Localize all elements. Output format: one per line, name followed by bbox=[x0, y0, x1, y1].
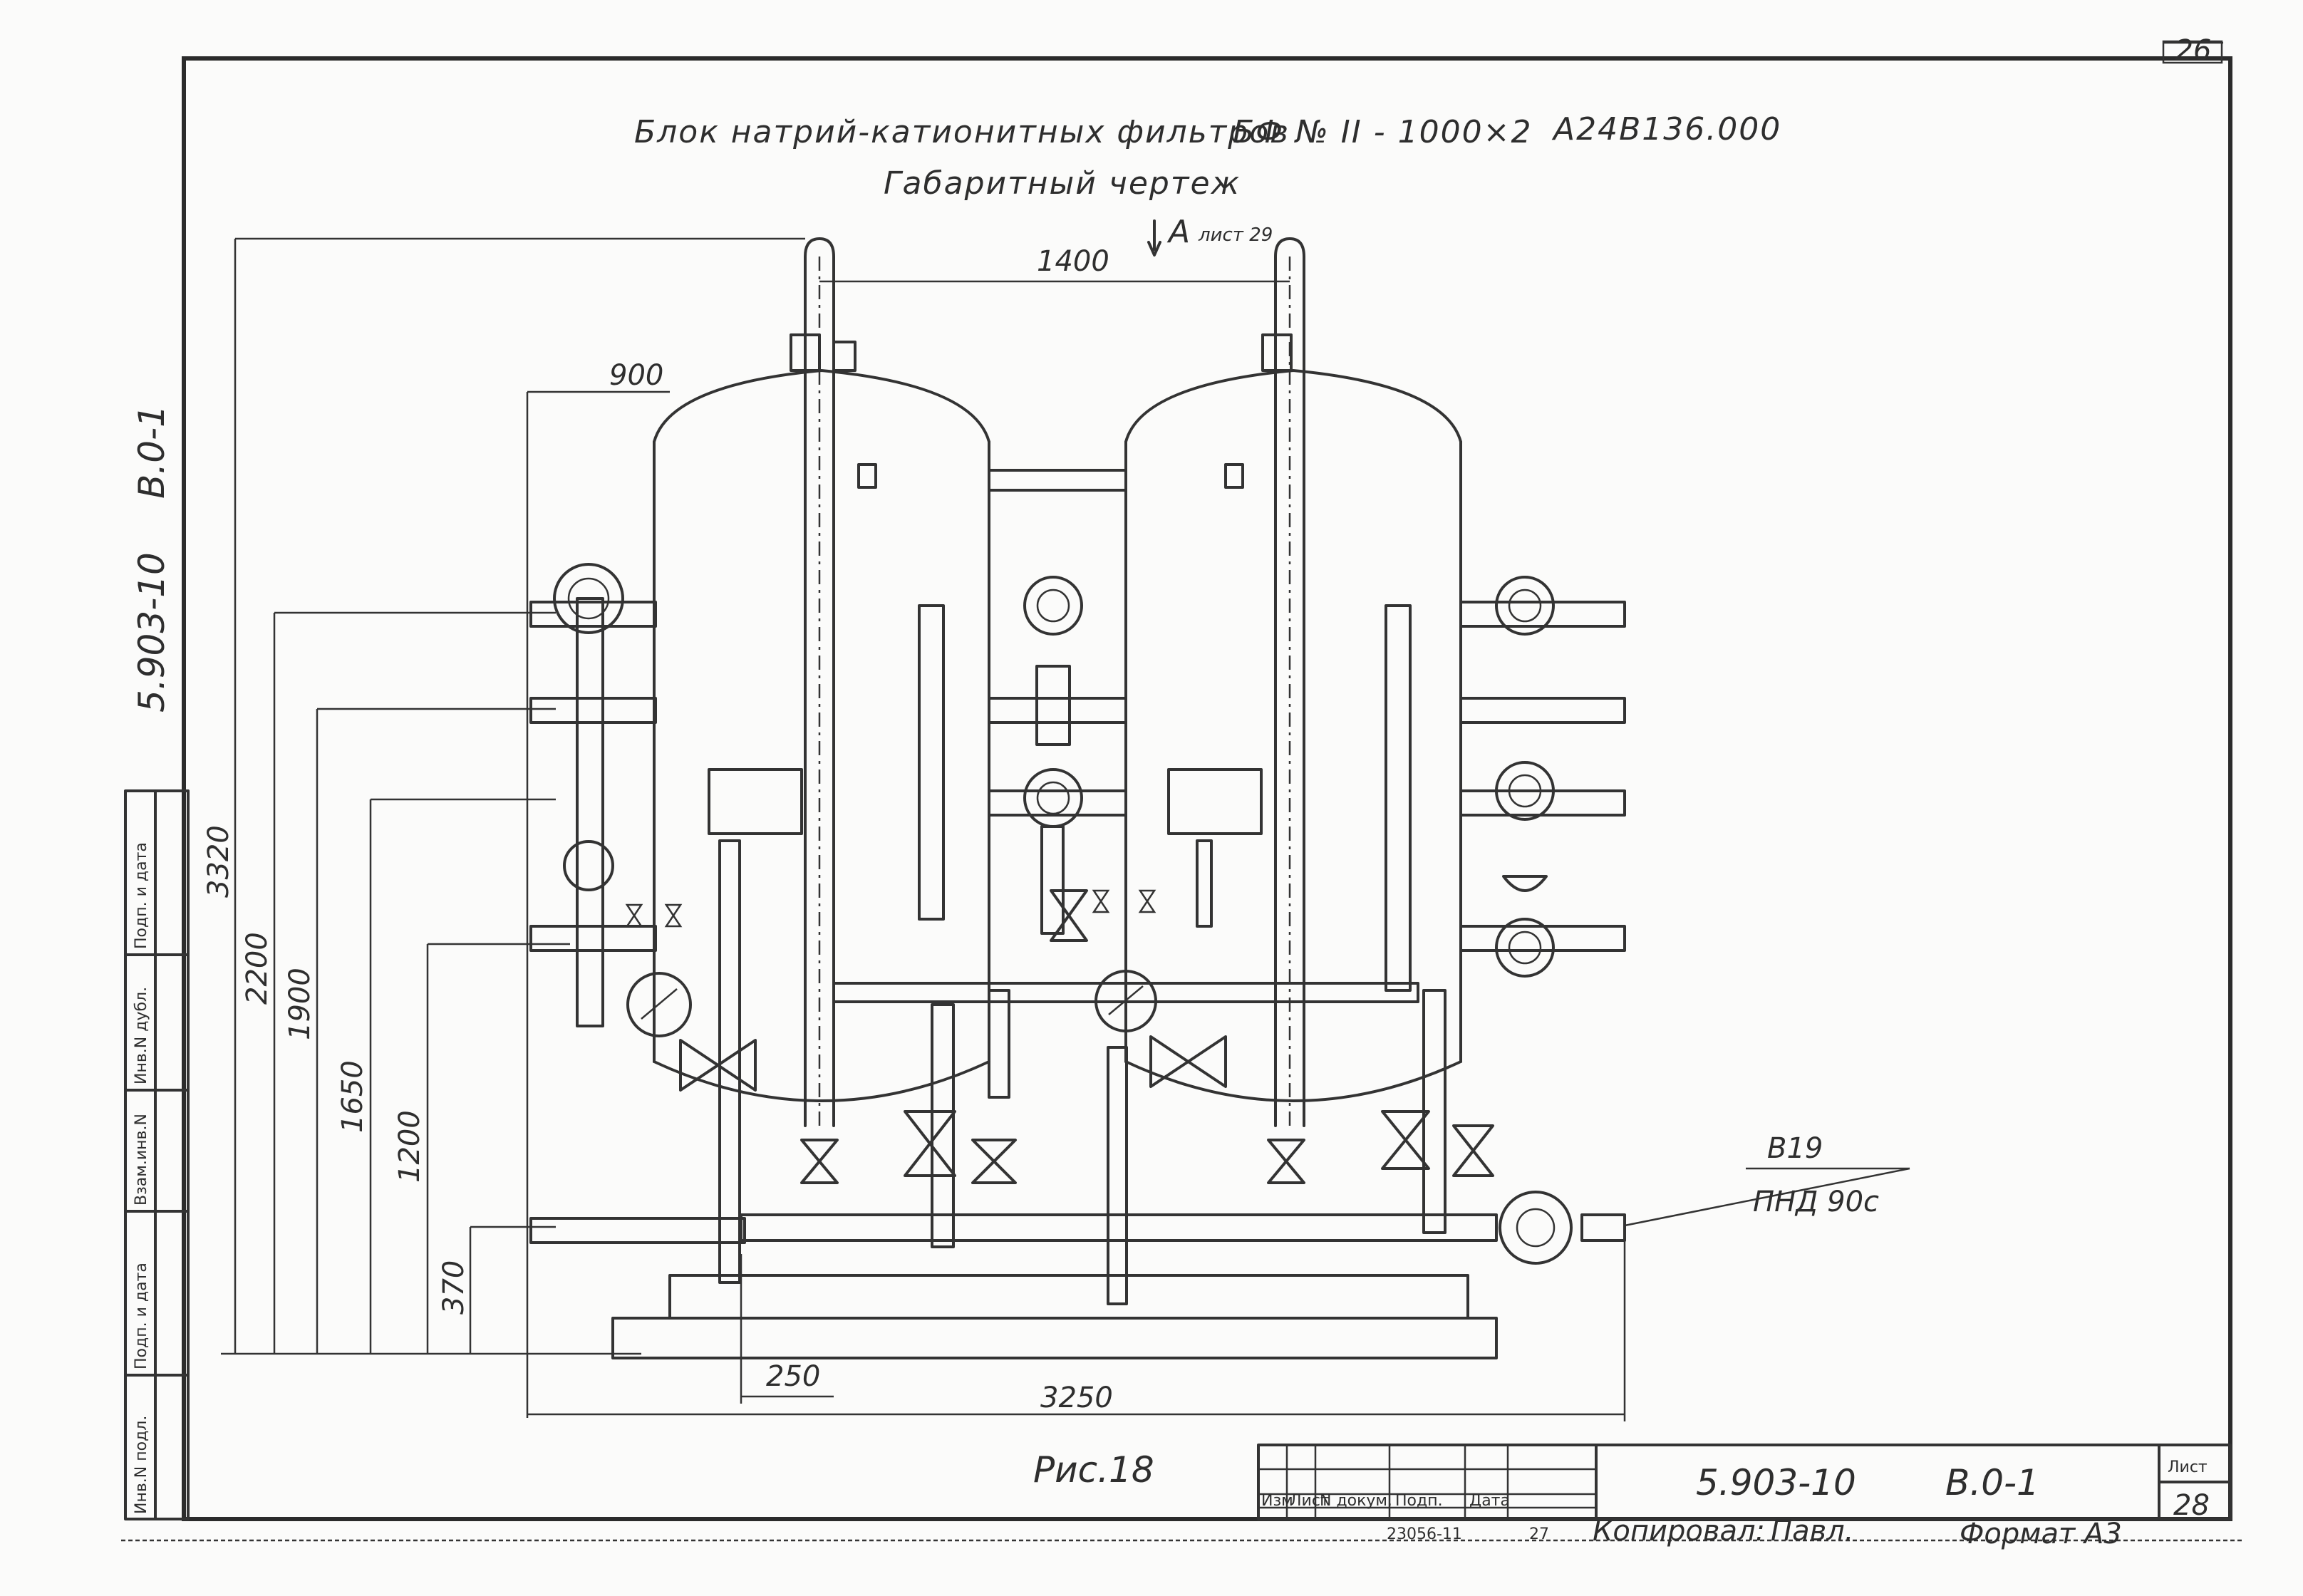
side-issue-code: В.0-1 bbox=[131, 405, 172, 499]
valves bbox=[625, 889, 1494, 1184]
left-stamp bbox=[124, 789, 190, 1520]
drawing-frame bbox=[121, 40, 2245, 1542]
tb-header-sheet: Лист bbox=[1290, 1492, 1330, 1510]
tb-header-document: N докум. bbox=[1320, 1492, 1392, 1510]
side-series-code: 5.903-10 bbox=[131, 552, 172, 712]
pressure-gauges bbox=[626, 970, 1157, 1037]
tb-header-date: Дата bbox=[1469, 1492, 1510, 1510]
dimension-lines bbox=[221, 219, 1910, 1421]
title-block bbox=[1257, 1444, 2232, 1520]
footer-order-number: 23056-11 bbox=[1387, 1525, 1462, 1543]
figure-caption: Рис.18 bbox=[1033, 1449, 1154, 1491]
dim-1400: 1400 bbox=[1037, 245, 1109, 278]
footer-copied-by: Павл. bbox=[1771, 1515, 1853, 1548]
tb-header-signature: Подп. bbox=[1395, 1492, 1443, 1510]
title-name: Блок натрий-катионитных фильтров bbox=[634, 114, 1290, 150]
callout-text: ПНД 90с bbox=[1753, 1186, 1879, 1218]
vertical-pipes bbox=[576, 597, 1447, 1305]
dim-370: 370 bbox=[438, 1260, 470, 1315]
dim-3320: 3320 bbox=[202, 825, 235, 898]
tb-header-change: Изм bbox=[1261, 1492, 1293, 1510]
view-marker-ref: лист 29 bbox=[1198, 224, 1273, 246]
dim-3250: 3250 bbox=[1040, 1382, 1113, 1414]
dim-900: 900 bbox=[609, 359, 663, 392]
stamp-signature-date-1: Подп. и дата bbox=[133, 1263, 150, 1369]
vent-pipe-1 bbox=[804, 237, 835, 1127]
tb-series-code: 5.903-10 bbox=[1696, 1462, 1856, 1503]
stamp-replaced-inv: Взам.инв.N bbox=[133, 1114, 150, 1206]
view-marker-letter: А bbox=[1166, 214, 1191, 250]
dim-1650: 1650 bbox=[336, 1060, 369, 1133]
callout-code: В19 bbox=[1767, 1132, 1823, 1165]
dim-1200: 1200 bbox=[393, 1110, 426, 1183]
flanged-connections bbox=[553, 563, 1573, 1265]
footer-sheet: 27 bbox=[1529, 1525, 1549, 1543]
title-document-code: А24В136.000 bbox=[1551, 111, 1781, 147]
filter-vessel-2 bbox=[1124, 333, 1462, 1102]
tb-sheet-number: 28 bbox=[2173, 1489, 2210, 1522]
dim-2200: 2200 bbox=[241, 932, 274, 1005]
filter-vessel-1 bbox=[653, 333, 990, 1102]
page-number: 26 bbox=[2175, 34, 2212, 67]
footer-format: Формат А3 bbox=[1960, 1518, 2122, 1550]
tb-issue-code: В.0-1 bbox=[1945, 1462, 2039, 1503]
dim-1900: 1900 bbox=[284, 968, 316, 1040]
title-code: БФ № II - 1000×2 bbox=[1233, 114, 1532, 150]
stamp-inv-original: Инв.N подл. bbox=[133, 1416, 150, 1514]
base-frame bbox=[611, 1274, 1498, 1359]
stamp-inv-duplicate: Инв.N дубл. bbox=[133, 987, 150, 1084]
tb-sheet-label: Лист bbox=[2168, 1458, 2208, 1476]
title-subtitle: Габаритный чертеж bbox=[884, 165, 1241, 202]
header-pipes bbox=[529, 469, 1626, 1244]
stamp-signature-date-2: Подп. и дата bbox=[133, 842, 150, 949]
vent-pipe-2 bbox=[1274, 237, 1305, 1127]
dim-250: 250 bbox=[766, 1360, 820, 1393]
footer-copied-label: Копировал: bbox=[1593, 1515, 1765, 1548]
